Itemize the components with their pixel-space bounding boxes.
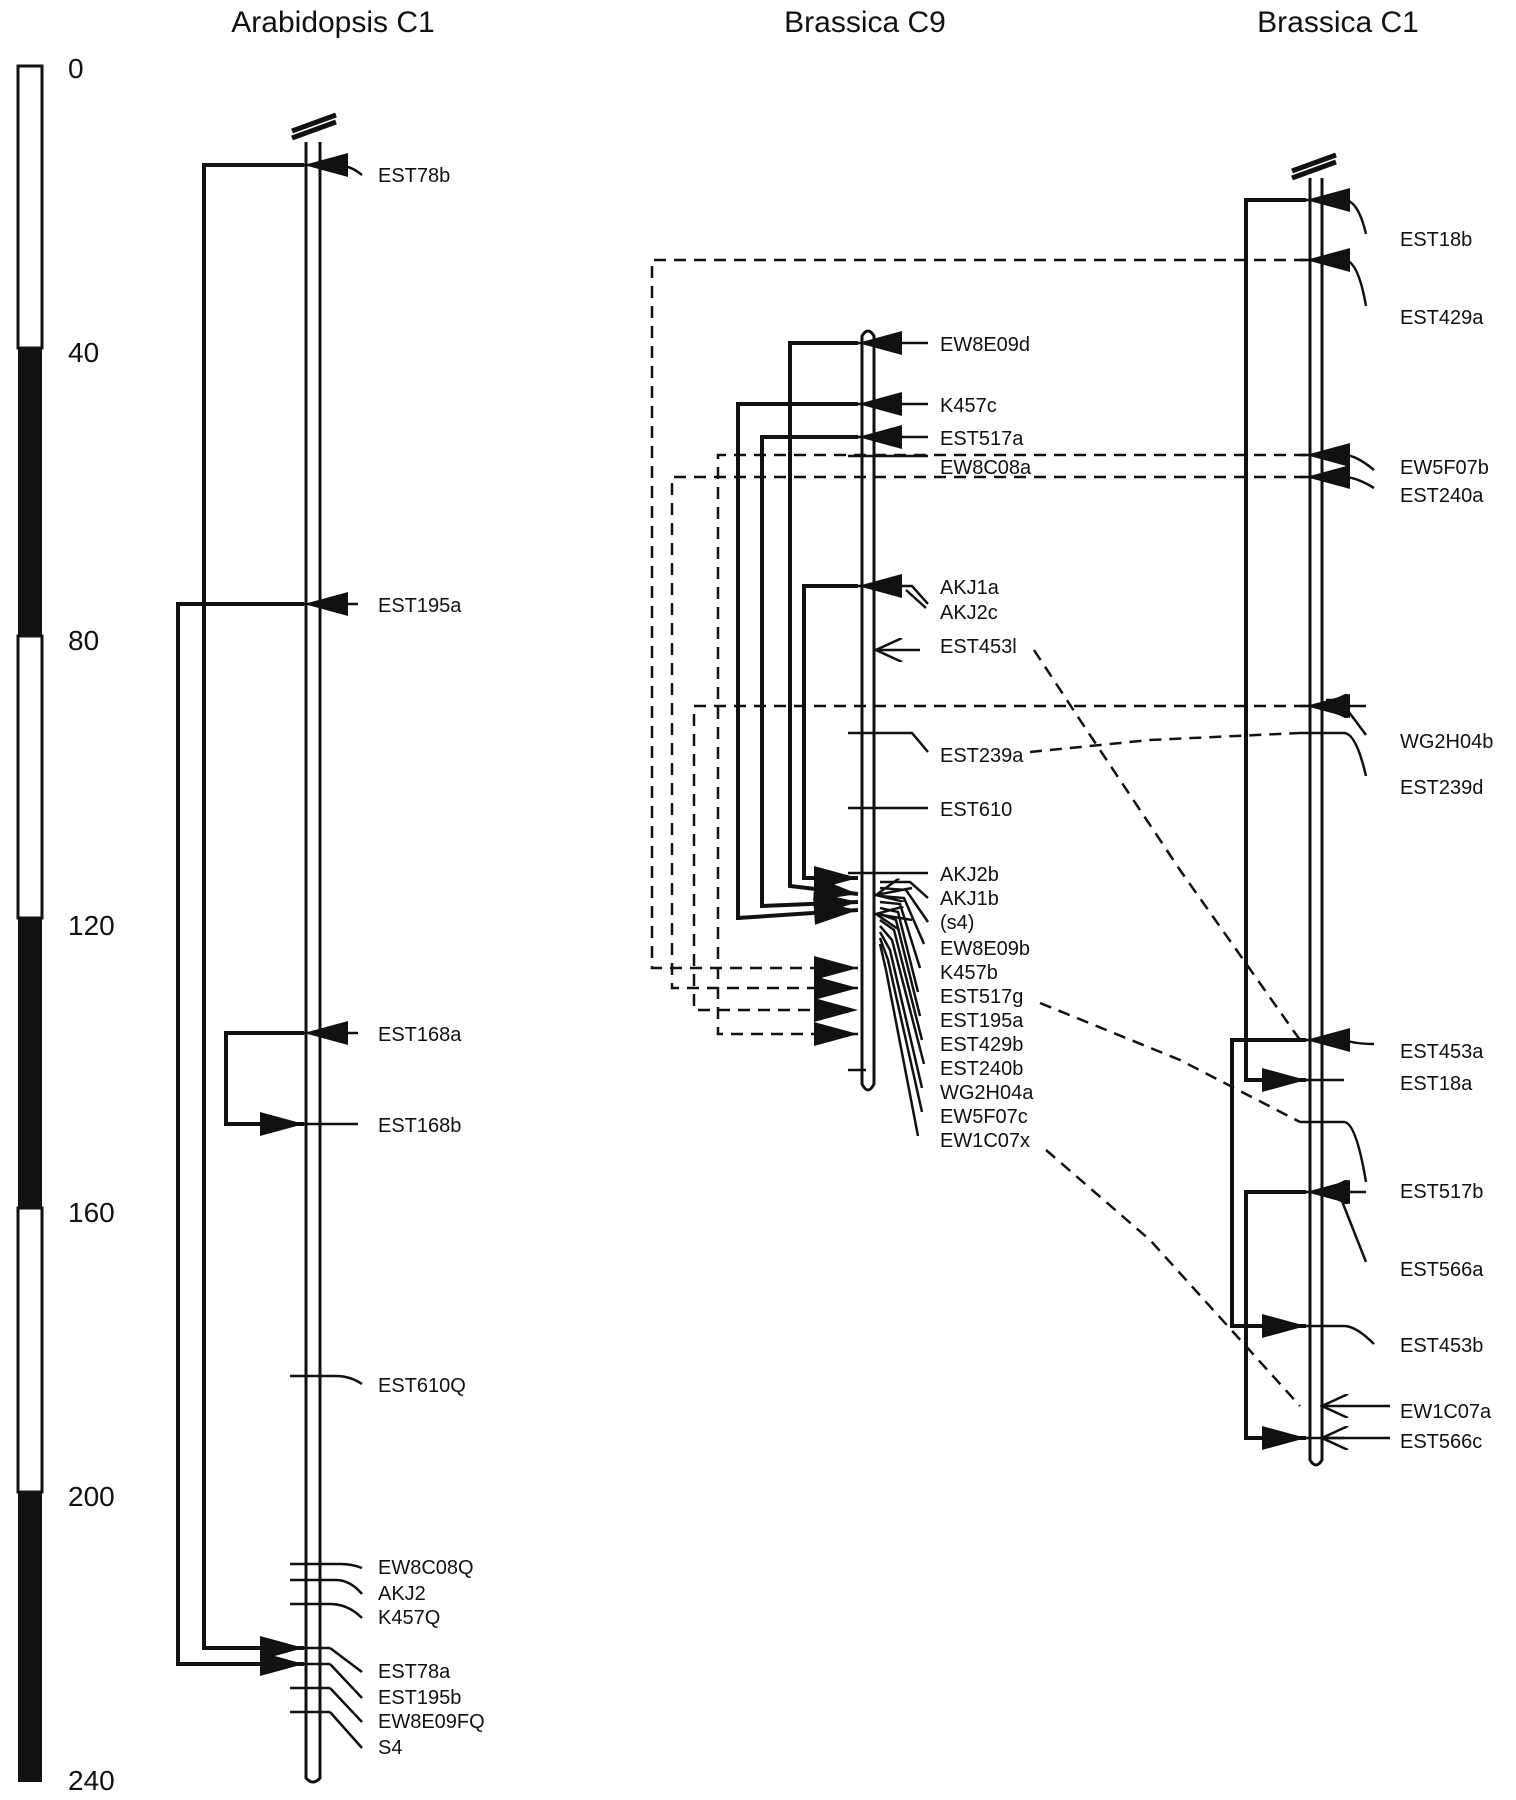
marker-label: AKJ1a — [940, 577, 1000, 599]
chromosome-brassica-c9 — [860, 329, 876, 1092]
marker-label: EST517a — [940, 428, 1024, 450]
marker-label: EST453l — [940, 636, 1017, 658]
marker-label: K457b — [940, 962, 998, 984]
dashed-homology-links — [650, 248, 1350, 1407]
marker-label: AKJ2c — [940, 602, 998, 624]
marker-label: EST240a — [1400, 485, 1484, 507]
marker-label: EST168b — [378, 1115, 461, 1137]
brassica-c9-open-arrows — [876, 650, 920, 920]
marker-label: EW8E09b — [940, 938, 1030, 960]
chromosome-arabidopsis-c1 — [291, 112, 337, 1784]
scale-segment — [18, 918, 42, 1208]
marker-label: EST18b — [1400, 229, 1472, 251]
arabidopsis-marker-labels: EST78b EST195a EST168a EST168b EST610Q E… — [378, 165, 485, 1759]
marker-label: AKJ2 — [378, 1583, 426, 1605]
marker-label: EST453a — [1400, 1041, 1484, 1063]
marker-label: WG2H04b — [1400, 731, 1493, 753]
marker-label: EST18a — [1400, 1073, 1473, 1095]
scale-label-160: 160 — [68, 1197, 115, 1228]
marker-label: (s4) — [940, 912, 974, 934]
marker-label: EST517b — [1400, 1181, 1483, 1203]
marker-label: EST195a — [940, 1010, 1024, 1032]
marker-label: EW1C07a — [1400, 1401, 1492, 1423]
marker-label: EW8C08Q — [378, 1557, 474, 1579]
marker-label: EST195b — [378, 1687, 461, 1709]
title-brassica-c1: Brassica C1 — [1257, 6, 1419, 39]
marker-label: AKJ1b — [940, 888, 999, 910]
scale-labels: 0 40 80 120 160 200 240 — [68, 53, 115, 1796]
marker-label: EST78a — [378, 1661, 451, 1683]
scale-segment — [16, 64, 44, 350]
marker-label: EST429a — [1400, 307, 1484, 329]
marker-label: EST239d — [1400, 777, 1483, 799]
marker-label: AKJ2b — [940, 864, 999, 886]
brassica-c9-marker-labels: EW8E09d K457c EST517a EW8C08a AKJ1a AKJ2… — [940, 334, 1034, 1152]
marker-label: EST453b — [1400, 1335, 1483, 1357]
marker-label: EST610Q — [378, 1375, 466, 1397]
scale-segment — [16, 634, 44, 920]
marker-label: EST566c — [1400, 1431, 1482, 1453]
arabidopsis-ticks — [290, 163, 363, 1749]
brassica-c9-ticks — [848, 341, 930, 1137]
marker-label: EST429b — [940, 1034, 1023, 1056]
marker-label: EW8C08a — [940, 457, 1032, 479]
marker-label: EST517g — [940, 986, 1023, 1008]
marker-label: EW5F07c — [940, 1106, 1028, 1128]
marker-label: EW1C07x — [940, 1130, 1030, 1152]
marker-label: EW8E09d — [940, 334, 1030, 356]
scale-label-120: 120 — [68, 910, 115, 941]
marker-label: EW5F07b — [1400, 457, 1489, 479]
marker-label: WG2H04a — [940, 1082, 1034, 1104]
marker-label: K457Q — [378, 1607, 440, 1629]
chromosome-brassica-c1 — [1291, 152, 1337, 1467]
scale-segment — [18, 1492, 42, 1782]
marker-label: EST240b — [940, 1058, 1023, 1080]
brassica-c1-duplication-links — [1230, 188, 1350, 1450]
marker-label: S4 — [378, 1737, 402, 1759]
scale-label-200: 200 — [68, 1481, 115, 1512]
marker-label: EST195a — [378, 595, 462, 617]
scale-label-80: 80 — [68, 625, 99, 656]
marker-label: K457c — [940, 395, 997, 417]
scale-label-0: 0 — [68, 53, 84, 84]
title-brassica-c9: Brassica C9 — [784, 6, 946, 39]
scale-segment — [16, 1206, 44, 1494]
marker-label: EW8E09FQ — [378, 1711, 485, 1733]
arabidopsis-duplication-links — [176, 153, 348, 1676]
marker-label: EST566a — [1400, 1259, 1484, 1281]
scale-label-240: 240 — [68, 1765, 115, 1796]
marker-label: EST168a — [378, 1024, 462, 1046]
marker-label: EST239a — [940, 745, 1024, 767]
marker-label: EST78b — [378, 165, 450, 187]
brassica-c9-duplication-links — [736, 331, 902, 925]
brassica-c1-open-arrows — [1322, 706, 1390, 1438]
brassica-c1-marker-labels: EST18b EST429a EW5F07b EST240a WG2H04b E… — [1400, 229, 1493, 1453]
scale-bar — [16, 64, 44, 1782]
marker-label: EST610 — [940, 799, 1012, 821]
title-arabidopsis-c1: Arabidopsis C1 — [231, 6, 434, 39]
scale-segment — [18, 348, 42, 636]
scale-label-40: 40 — [68, 337, 99, 368]
